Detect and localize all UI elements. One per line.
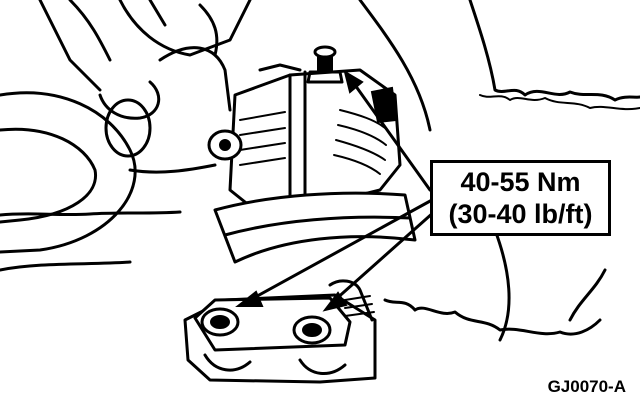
alternator xyxy=(207,63,402,212)
callout-leaders xyxy=(235,69,436,312)
torque-imperial: (30-40 lb/ft) xyxy=(448,199,593,229)
torque-metric: 40-55 Nm xyxy=(460,167,581,197)
drive-belt xyxy=(213,191,417,264)
engine-hoses xyxy=(0,0,252,254)
bracket-bolt-left xyxy=(200,307,240,337)
upper-bolt xyxy=(306,45,344,84)
torque-callout: 40-55 Nm (30-40 lb/ft) xyxy=(430,160,611,236)
engine-block-outline xyxy=(0,0,640,342)
bracket-bolt-right xyxy=(292,315,332,345)
figure-code: GJ0070-A xyxy=(547,377,626,396)
